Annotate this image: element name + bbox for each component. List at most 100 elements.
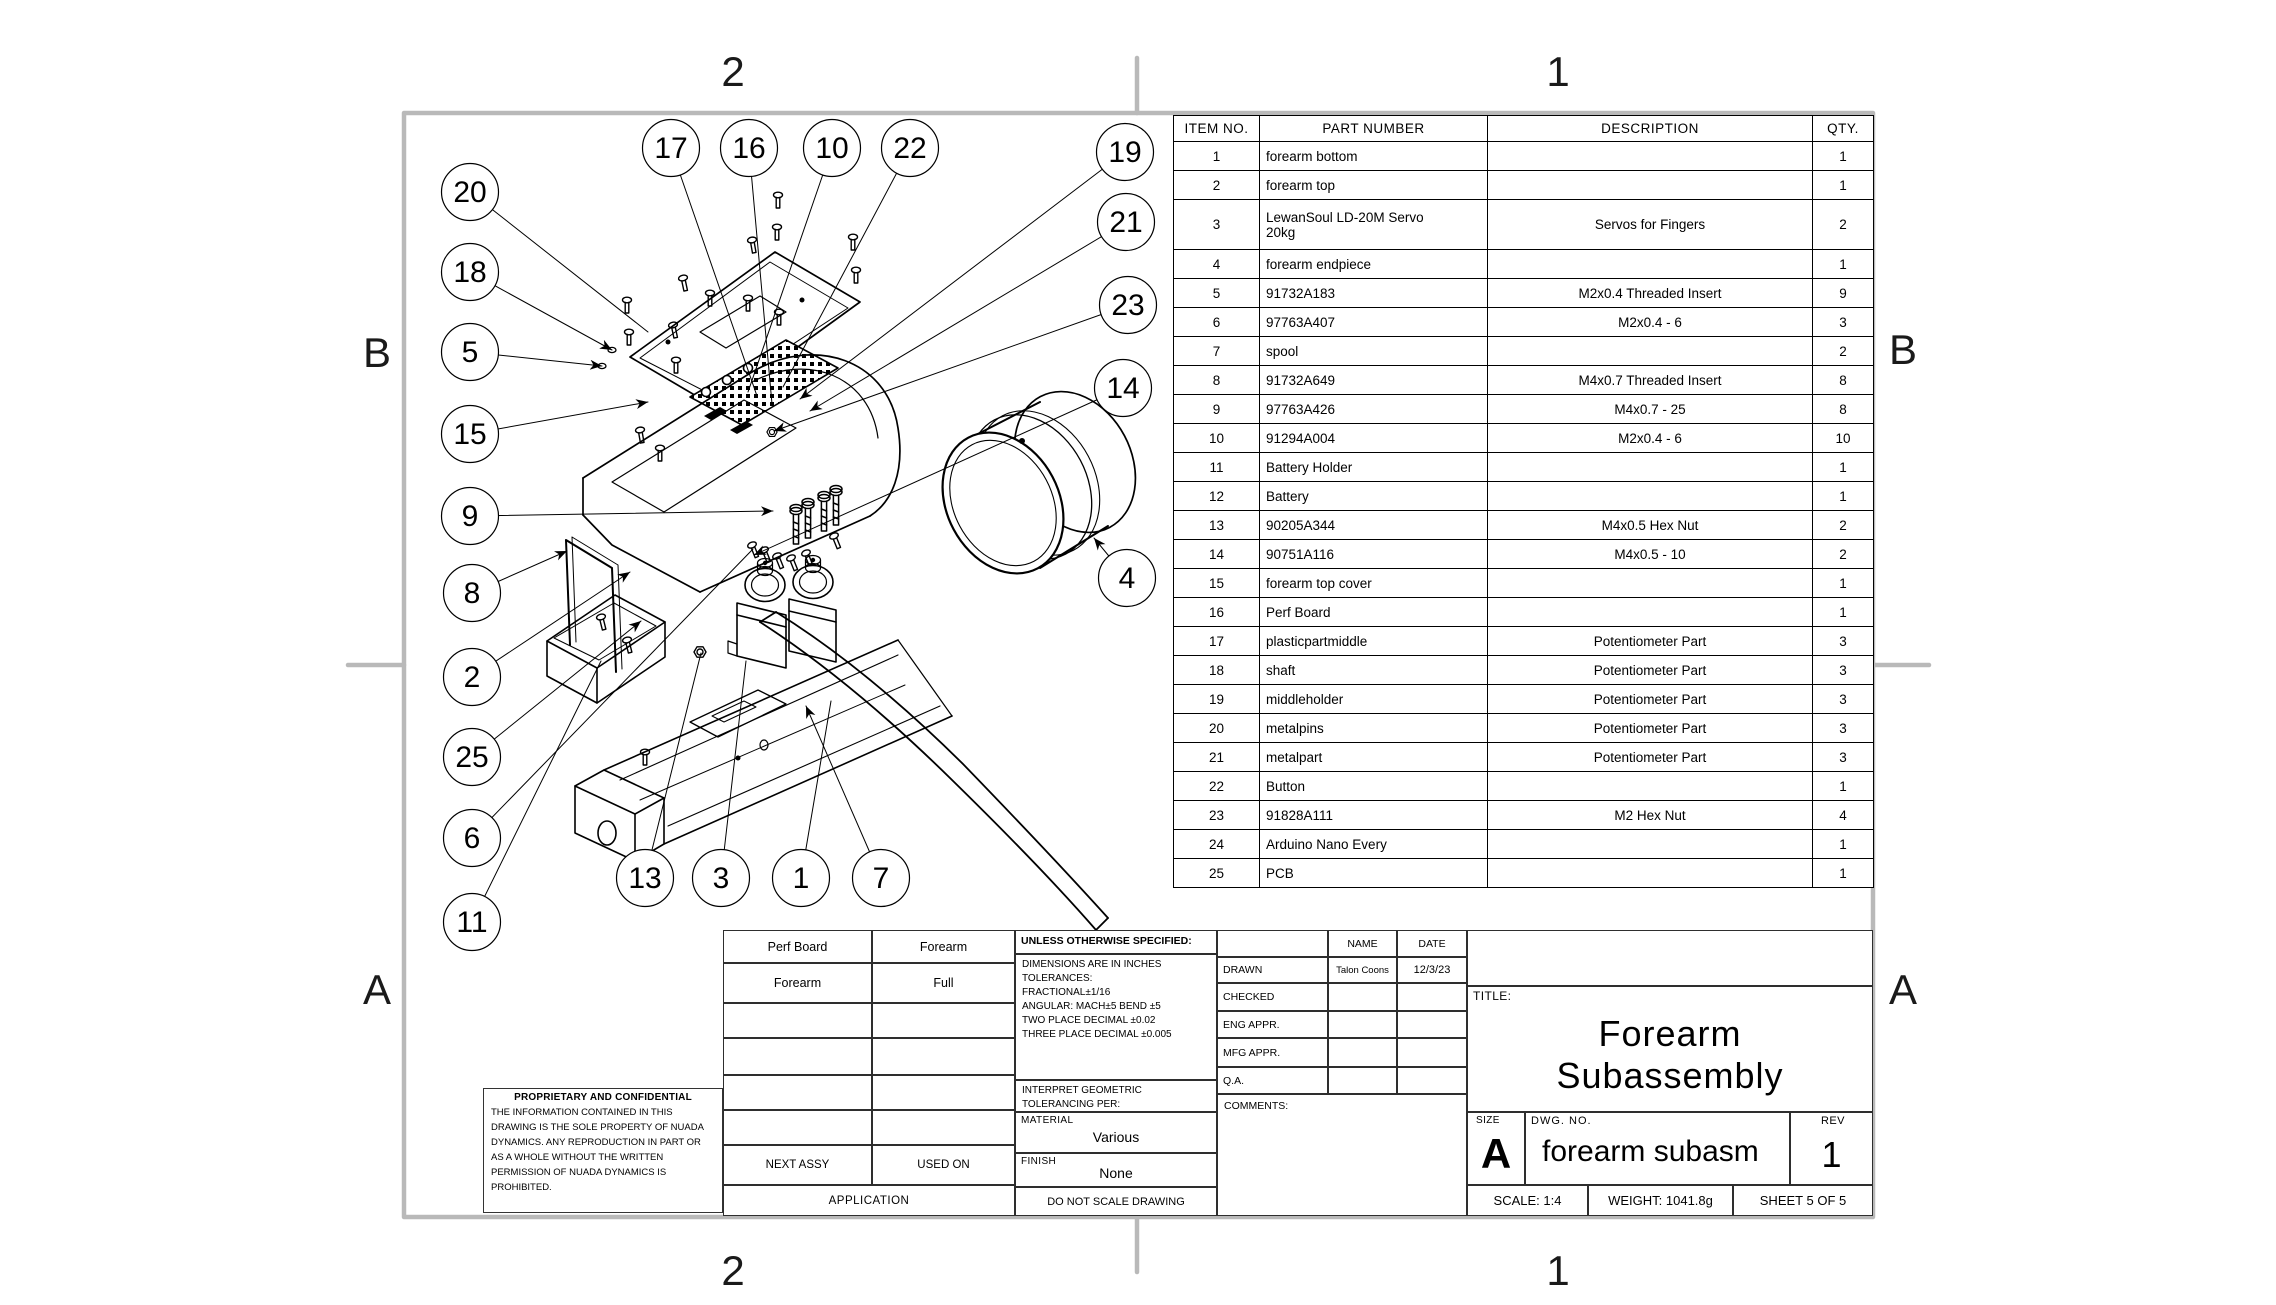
mfg-appr-date-cell: [1397, 1038, 1467, 1067]
zone-label-left-A: A: [362, 966, 392, 1013]
balloon-2: 2: [442, 647, 502, 707]
eng-appr-label-cell: ENG APPR.: [1217, 1011, 1328, 1038]
balloon-20: 20: [440, 162, 500, 222]
comments-cell: COMMENTS:: [1217, 1094, 1467, 1216]
drawn-date-cell: 12/3/23: [1397, 957, 1467, 983]
balloon-1: 1: [771, 848, 831, 908]
zone-label-bottom-2: 2: [721, 1247, 745, 1294]
app-empty-cell: [723, 1075, 872, 1110]
balloon-16: 16: [719, 118, 779, 178]
app-empty-cell: [723, 1003, 872, 1038]
svg-text:11: 11: [456, 906, 487, 939]
proprietary-note: PROPRIETARY AND CONFIDENTIAL THE INFORMA…: [483, 1088, 723, 1213]
balloon-19: 19: [1095, 122, 1155, 182]
servo-right: [788, 554, 837, 663]
svg-text:5: 5: [462, 336, 479, 369]
perf-board-cluster: [689, 339, 839, 434]
qa-name-cell: [1328, 1067, 1397, 1094]
balloon-17: 17: [641, 118, 701, 178]
checked-name-cell: [1328, 983, 1397, 1011]
eng-appr-name-cell: [1328, 1011, 1397, 1038]
forearm-top-shell: [582, 354, 901, 593]
material-cell: MATERIAL Various: [1015, 1112, 1217, 1153]
zone-label-right-A: A: [1888, 966, 1918, 1013]
svg-text:19: 19: [1108, 136, 1141, 169]
bom-header-part: PART NUMBER: [1259, 115, 1488, 142]
material-label: MATERIAL: [1021, 1115, 1074, 1126]
zone-label-bottom-1: 1: [1546, 1247, 1570, 1294]
balloon-15: 15: [440, 404, 500, 464]
balloon-25: 25: [442, 727, 502, 787]
name-header-cell: NAME: [1328, 930, 1397, 957]
application-label-cell: APPLICATION: [723, 1185, 1015, 1216]
zone-label-left-B: B: [362, 329, 392, 376]
date-header-cell: DATE: [1397, 930, 1467, 957]
scale-cell: SCALE: 1:4: [1467, 1185, 1588, 1216]
drawing-title-line2: Subassembly: [1556, 1055, 1784, 1096]
balloon-6: 6: [442, 808, 502, 868]
app-empty-cell: [872, 1110, 1015, 1145]
weight-cell: WEIGHT: 1041.8g: [1588, 1185, 1733, 1216]
svg-text:13: 13: [628, 862, 661, 895]
balloon-21: 21: [1096, 192, 1156, 252]
size-label: SIZE: [1476, 1115, 1500, 1126]
qa-label-cell: Q.A.: [1217, 1067, 1328, 1094]
svg-text:2: 2: [464, 661, 481, 694]
material-value: Various: [1092, 1128, 1140, 1145]
balloon-leader-lines: [469, 147, 1129, 923]
bom-header-qty: QTY.: [1812, 115, 1874, 142]
next-assy-cell: NEXT ASSY: [723, 1145, 872, 1185]
balloon-5: 5: [440, 322, 500, 382]
svg-text:15: 15: [453, 418, 486, 451]
title-block: Perf Board Forearm Forearm Full NEXT ASS…: [723, 930, 1873, 1216]
dimensions-tolerances-cell: DIMENSIONS ARE IN INCHES TOLERANCES: FRA…: [1015, 954, 1217, 1080]
dwg-no-cell: DWG. NO. forearm subasm: [1525, 1112, 1790, 1185]
title-label: TITLE:: [1473, 989, 1512, 1003]
balloon-4: 4: [1097, 548, 1157, 608]
svg-text:21: 21: [1109, 206, 1142, 239]
balloon-8: 8: [442, 563, 502, 623]
balloon-22: 22: [880, 118, 940, 178]
size-value: A: [1480, 1129, 1512, 1177]
svg-text:8: 8: [464, 577, 481, 610]
app-row2-col1: Forearm: [723, 963, 872, 1003]
app-empty-cell: [723, 1038, 872, 1075]
unless-otherwise-cell: UNLESS OTHERWISE SPECIFIED:: [1015, 930, 1217, 954]
finish-label: FINISH: [1021, 1156, 1057, 1167]
svg-text:9: 9: [462, 500, 479, 533]
balloon-10: 10: [802, 118, 862, 178]
app-row2-col2: Full: [872, 963, 1015, 1003]
proprietary-heading: PROPRIETARY AND CONFIDENTIAL: [514, 1092, 692, 1103]
app-empty-cell: [872, 1003, 1015, 1038]
mfg-appr-name-cell: [1328, 1038, 1397, 1067]
svg-text:20: 20: [453, 176, 486, 209]
zone-label-right-B: B: [1888, 326, 1918, 373]
balloon-3: 3: [691, 848, 751, 908]
svg-text:4: 4: [1119, 562, 1136, 595]
svg-text:23: 23: [1111, 289, 1144, 322]
bom-header-item: ITEM NO.: [1173, 115, 1260, 142]
app-empty-cell: [872, 1075, 1015, 1110]
checked-label-cell: CHECKED: [1217, 983, 1328, 1011]
app-empty-cell: [723, 1110, 872, 1145]
svg-text:3: 3: [713, 862, 730, 895]
